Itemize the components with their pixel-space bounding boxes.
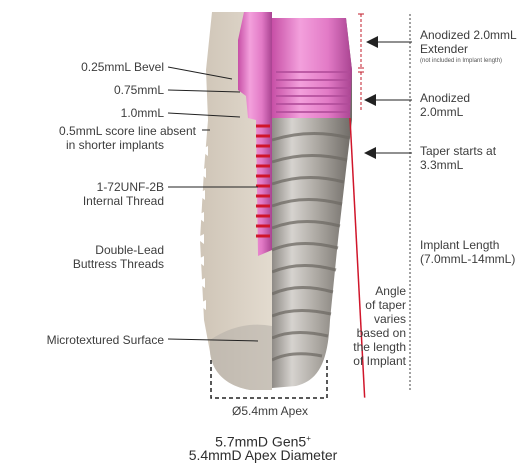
angle-label-2: of taper <box>365 298 406 312</box>
buttress-threads-label-1: Double-Lead <box>95 243 164 257</box>
implant-length-label-2: (7.0mmL-14mmL) <box>420 252 515 266</box>
angle-label-6: of Implant <box>353 354 406 368</box>
angle-label-5: the length <box>353 340 406 354</box>
angle-label-4: based on <box>357 326 406 340</box>
score-line-label-1: 0.5mmL score line absent <box>59 124 196 138</box>
implant-exterior <box>272 18 352 388</box>
microtextured-label: Microtextured Surface <box>47 333 164 347</box>
internal-thread-label-2: Internal Thread <box>83 194 164 208</box>
implant-cross-section <box>196 12 272 390</box>
anodized-label-1: Anodized <box>420 91 470 105</box>
bevel-label: 0.25mmL Bevel <box>81 60 164 74</box>
extender-note: (not included in Implant length) <box>420 58 502 65</box>
taper-label-2: 3.3mmL <box>420 158 463 172</box>
extender-label-2: Extender <box>420 42 468 56</box>
implant-length-label-1: Implant Length <box>420 238 499 252</box>
1-0mml-label: 1.0mmL <box>121 106 164 120</box>
buttress-threads-label-2: Buttress Threads <box>73 257 164 271</box>
score-line-label-2: in shorter implants <box>66 138 164 152</box>
taper-label-1: Taper starts at <box>420 144 496 158</box>
angle-label-1: Angle <box>375 284 406 298</box>
caption-superscript: + <box>306 434 311 443</box>
apex-label: Ø5.4mm Apex <box>232 404 308 418</box>
angle-label-3: varies <box>374 312 406 326</box>
internal-thread-label-1: 1-72UNF-2B <box>97 180 164 194</box>
anodized-label-2: 2.0mmL <box>420 105 463 119</box>
0-75mml-label: 0.75mmL <box>114 83 164 97</box>
extender-label-1: Anodized 2.0mmL <box>420 28 517 42</box>
caption-line-2: 5.4mmD Apex Diameter <box>0 447 526 464</box>
